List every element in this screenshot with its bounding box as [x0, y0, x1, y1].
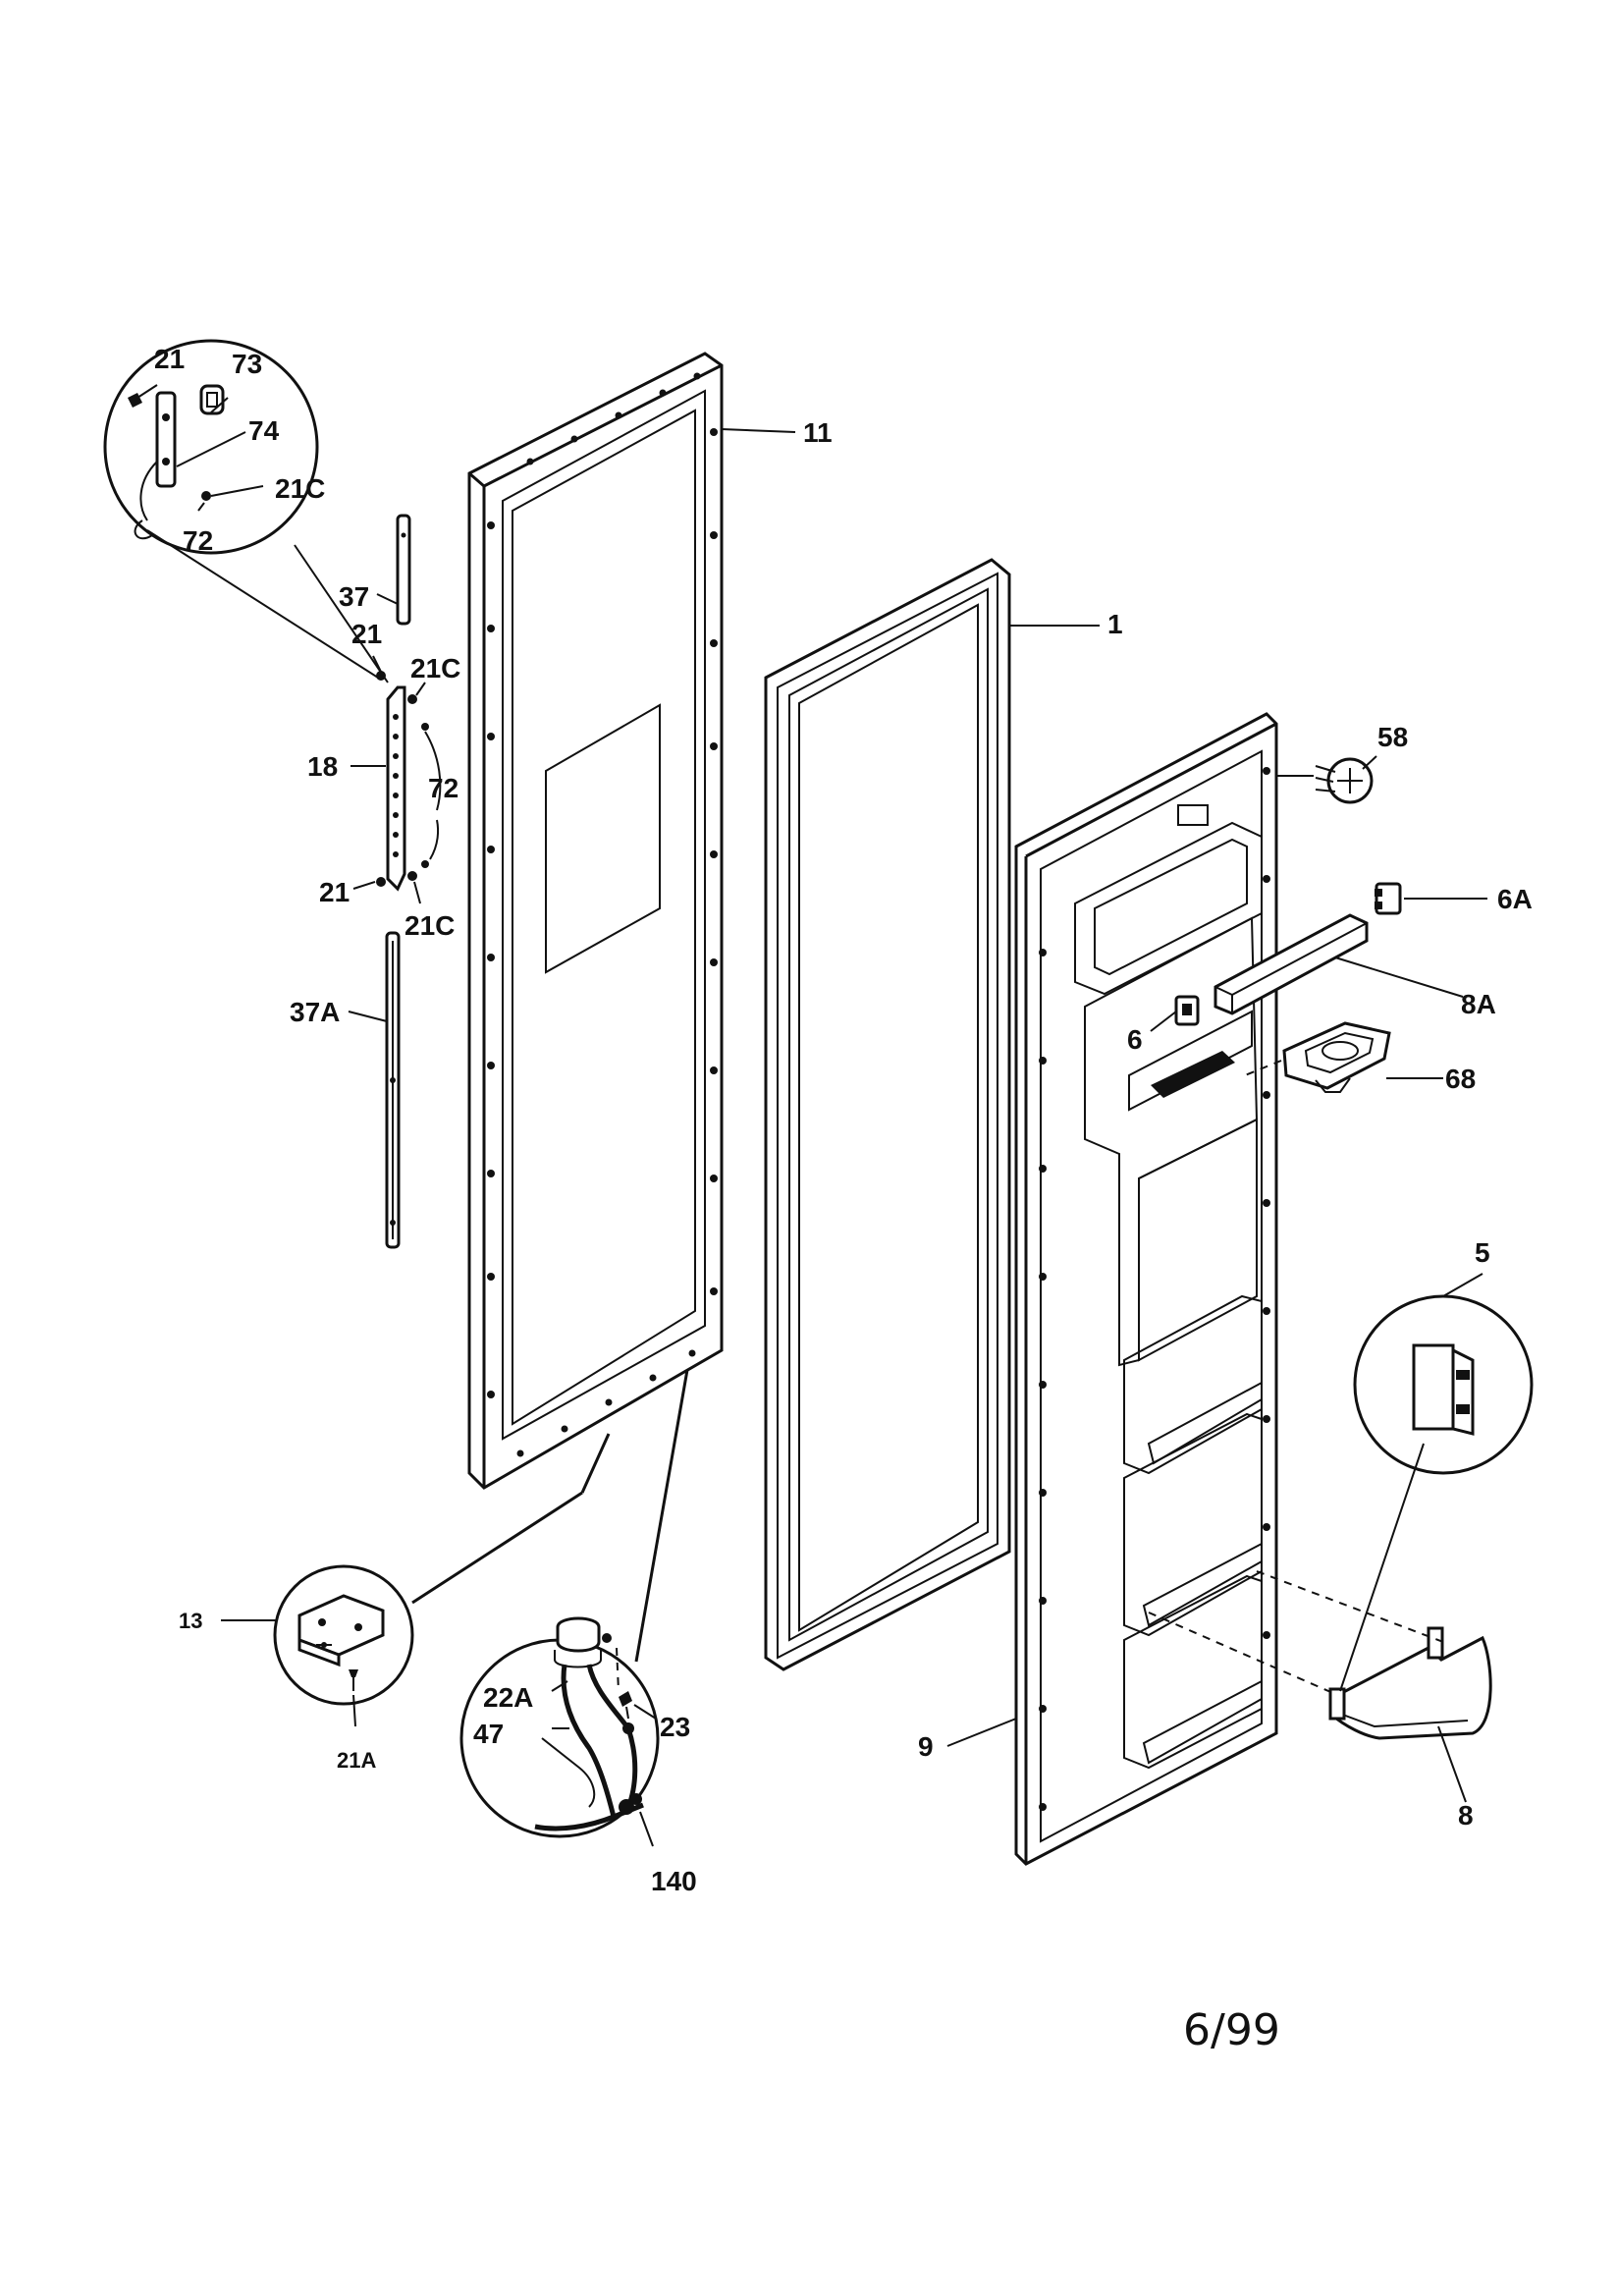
label-5: 5 — [1475, 1237, 1490, 1268]
clip-6A — [1375, 882, 1487, 915]
part-labels: 11 1 58 6A 8A 6 68 5 8 9 21 73 74 21C 72… — [154, 344, 1533, 1896]
label-21C-low: 21C — [404, 910, 455, 941]
label-8: 8 — [1458, 1800, 1474, 1831]
detail-circle-wiring — [459, 1369, 689, 1847]
label-21-top: 21 — [154, 344, 185, 374]
label-72-mid: 72 — [428, 773, 458, 803]
label-11: 11 — [803, 417, 833, 448]
date-code: 6/99 — [1183, 2005, 1280, 2055]
inner-door-liner — [946, 712, 1278, 1866]
clip-6 — [1150, 995, 1200, 1032]
label-74: 74 — [248, 415, 280, 446]
label-21-mid: 21 — [351, 619, 382, 649]
label-21C-mid: 21C — [410, 653, 460, 683]
label-18: 18 — [307, 751, 338, 782]
label-47: 47 — [473, 1719, 504, 1749]
label-23: 23 — [660, 1712, 690, 1742]
label-6: 6 — [1127, 1024, 1143, 1055]
label-9: 9 — [918, 1731, 934, 1762]
label-1: 1 — [1107, 609, 1123, 639]
label-37: 37 — [339, 581, 369, 612]
label-21-low: 21 — [319, 877, 350, 907]
label-72-top: 72 — [183, 525, 213, 556]
outer-door-panel — [467, 352, 796, 1490]
label-6A: 6A — [1497, 884, 1533, 914]
handle-assembly — [348, 514, 442, 1249]
actuator-68 — [1244, 1021, 1443, 1093]
label-73: 73 — [232, 349, 262, 379]
label-22A: 22A — [483, 1682, 533, 1713]
hinge-detail-circle — [103, 339, 389, 683]
bar-8A — [1214, 913, 1464, 1015]
label-21A: 21A — [337, 1748, 376, 1773]
label-68: 68 — [1445, 1064, 1476, 1094]
shelf-bracket-8 — [1148, 1443, 1492, 1803]
detail-circle-5 — [1353, 1273, 1534, 1475]
label-140: 140 — [651, 1866, 697, 1896]
door-gasket — [764, 558, 1100, 1671]
label-21C-top: 21C — [275, 473, 325, 504]
label-8A: 8A — [1461, 989, 1496, 1019]
label-58: 58 — [1377, 722, 1408, 752]
label-13: 13 — [179, 1609, 202, 1633]
detail-circle-13 — [221, 1433, 611, 1727]
screw-58 — [1276, 755, 1377, 804]
label-37A: 37A — [290, 997, 340, 1027]
